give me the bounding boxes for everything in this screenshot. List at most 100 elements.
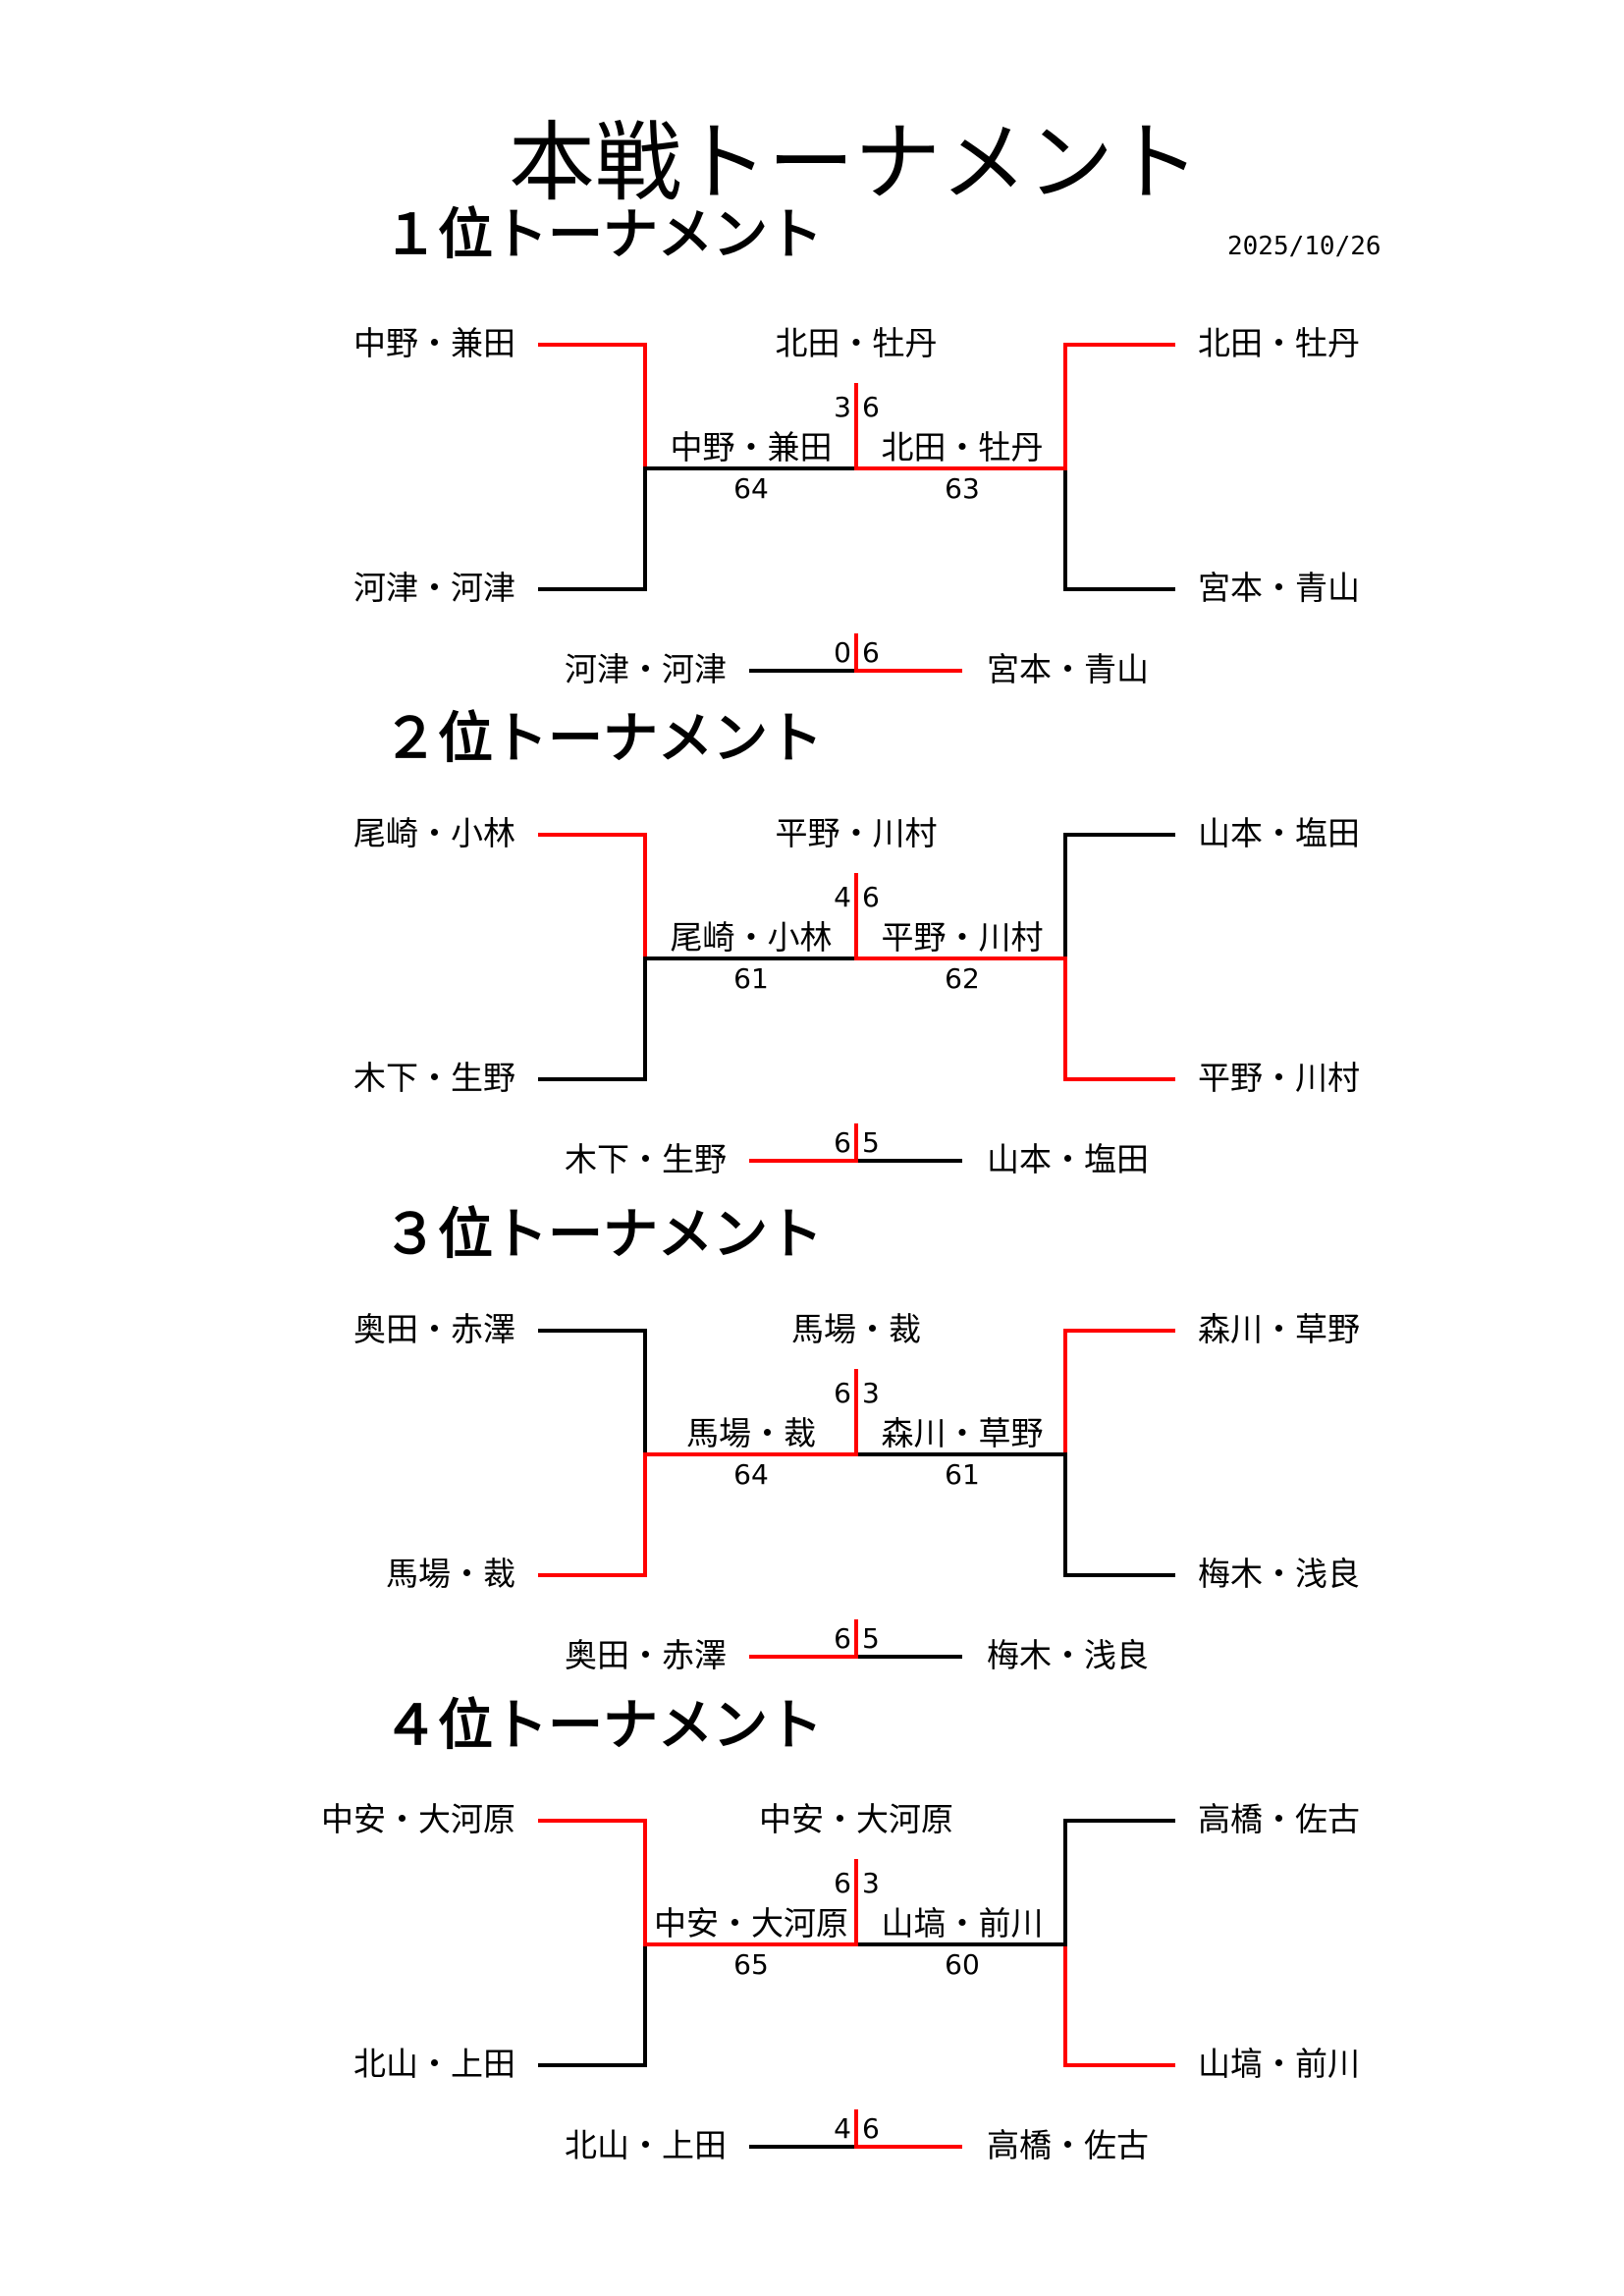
left-semi-winner: 中安・大河原 [654, 1904, 848, 1942]
final-line [643, 1452, 858, 1456]
consolation-line [749, 1159, 858, 1163]
left-semi-winner: 馬場・裁 [686, 1414, 816, 1452]
consolation-score-right: 6 [862, 636, 880, 669]
final-score-right: 6 [862, 881, 880, 913]
bracket-line [538, 343, 647, 347]
bracket-line [1063, 587, 1175, 591]
player-left-top: 奥田・赤澤 [353, 1310, 515, 1348]
consolation-right: 高橋・佐古 [987, 2126, 1149, 2164]
right-semi-winner: 北田・牡丹 [881, 428, 1044, 466]
player-left-bottom: 河津・河津 [353, 569, 515, 607]
page-title: 本戦トーナメント [508, 112, 1200, 213]
left-semi-score: 64 [733, 472, 769, 505]
bracket-line [1063, 1942, 1067, 2067]
consolation-score-left: 6 [834, 1126, 851, 1159]
consolation-line [854, 669, 962, 673]
champion-name: 馬場・裁 [791, 1310, 921, 1348]
final-score-left: 3 [834, 391, 851, 423]
bracket-line [643, 957, 647, 1081]
bracket-line [1063, 466, 1067, 591]
consolation-center-line [854, 1619, 858, 1659]
bracket-line [643, 1329, 647, 1456]
bracket-line [643, 1819, 647, 1946]
champion-name: 北田・牡丹 [775, 324, 938, 362]
bracket-line [643, 833, 647, 960]
right-semi-score: 61 [945, 1458, 980, 1491]
final-score-right: 6 [862, 391, 880, 423]
consolation-left: 奥田・赤澤 [565, 1636, 727, 1674]
bracket-line [1063, 1452, 1067, 1577]
section-title: ３位トーナメント [383, 1203, 823, 1267]
bracket-line [538, 1573, 647, 1577]
bracket-line [1063, 833, 1175, 837]
final-line [854, 957, 1067, 960]
final-score-right: 3 [862, 1377, 880, 1409]
bracket-line [1063, 1329, 1067, 1456]
right-semi-winner: 森川・草野 [881, 1414, 1044, 1452]
final-line [854, 1452, 1067, 1456]
consolation-score-right: 5 [862, 1126, 880, 1159]
section-title: ４位トーナメント [383, 1694, 823, 1758]
right-semi-score: 60 [945, 1948, 980, 1981]
consolation-right: 梅木・浅良 [987, 1636, 1149, 1674]
left-semi-score: 64 [733, 1458, 769, 1491]
bracket-line [643, 1452, 647, 1577]
consolation-line [749, 2145, 858, 2149]
left-semi-winner: 中野・兼田 [670, 428, 833, 466]
final-score-left: 6 [834, 1377, 851, 1409]
player-left-bottom: 馬場・裁 [386, 1555, 515, 1593]
player-right-top: 高橋・佐古 [1198, 1800, 1360, 1838]
bracket-line [1063, 1573, 1175, 1577]
bracket-line [538, 833, 647, 837]
consolation-center-line [854, 2109, 858, 2149]
final-line [854, 466, 1067, 470]
bracket-line [643, 343, 647, 470]
champion-name: 平野・川村 [775, 814, 938, 852]
consolation-right: 宮本・青山 [987, 650, 1149, 688]
final-score-left: 6 [834, 1867, 851, 1899]
bracket-line [538, 1077, 647, 1081]
consolation-center-line [854, 1123, 858, 1163]
consolation-score-right: 6 [862, 2112, 880, 2145]
consolation-score-left: 0 [834, 636, 851, 669]
final-center-line [854, 1859, 858, 1946]
final-center-line [854, 1369, 858, 1456]
consolation-line [854, 1655, 962, 1659]
final-line [643, 957, 858, 960]
consolation-score-left: 4 [834, 2112, 851, 2145]
player-left-top: 中野・兼田 [353, 324, 515, 362]
bracket-line [643, 466, 647, 591]
consolation-score-right: 5 [862, 1622, 880, 1655]
player-left-top: 中安・大河原 [321, 1800, 515, 1838]
left-semi-score: 61 [733, 962, 769, 995]
left-semi-winner: 尾崎・小林 [670, 918, 833, 957]
section-title: ２位トーナメント [383, 707, 823, 771]
bracket-line [1063, 1819, 1175, 1823]
consolation-line [749, 669, 858, 673]
final-center-line [854, 873, 858, 960]
bracket-line [1063, 2063, 1175, 2067]
final-score-left: 4 [834, 881, 851, 913]
consolation-score-left: 6 [834, 1622, 851, 1655]
bracket-line [538, 2063, 647, 2067]
player-right-top: 北田・牡丹 [1198, 324, 1360, 362]
bracket-line [1063, 957, 1067, 1081]
final-line [643, 1942, 858, 1946]
right-semi-winner: 平野・川村 [881, 918, 1044, 957]
bracket-line [1063, 343, 1175, 347]
player-left-top: 尾崎・小林 [353, 814, 515, 852]
bracket-line [538, 587, 647, 591]
player-left-bottom: 北山・上田 [353, 2045, 515, 2083]
final-line [854, 1942, 1067, 1946]
consolation-center-line [854, 633, 858, 673]
champion-name: 中安・大河原 [759, 1800, 953, 1838]
player-right-bottom: 宮本・青山 [1198, 569, 1360, 607]
consolation-line [854, 1159, 962, 1163]
consolation-right: 山本・塩田 [987, 1140, 1149, 1178]
right-semi-score: 63 [945, 472, 980, 505]
bracket-line [1063, 1329, 1175, 1333]
date-label: 2025/10/26 [1227, 232, 1381, 261]
consolation-line [854, 2145, 962, 2149]
bracket-line [1063, 1819, 1067, 1946]
